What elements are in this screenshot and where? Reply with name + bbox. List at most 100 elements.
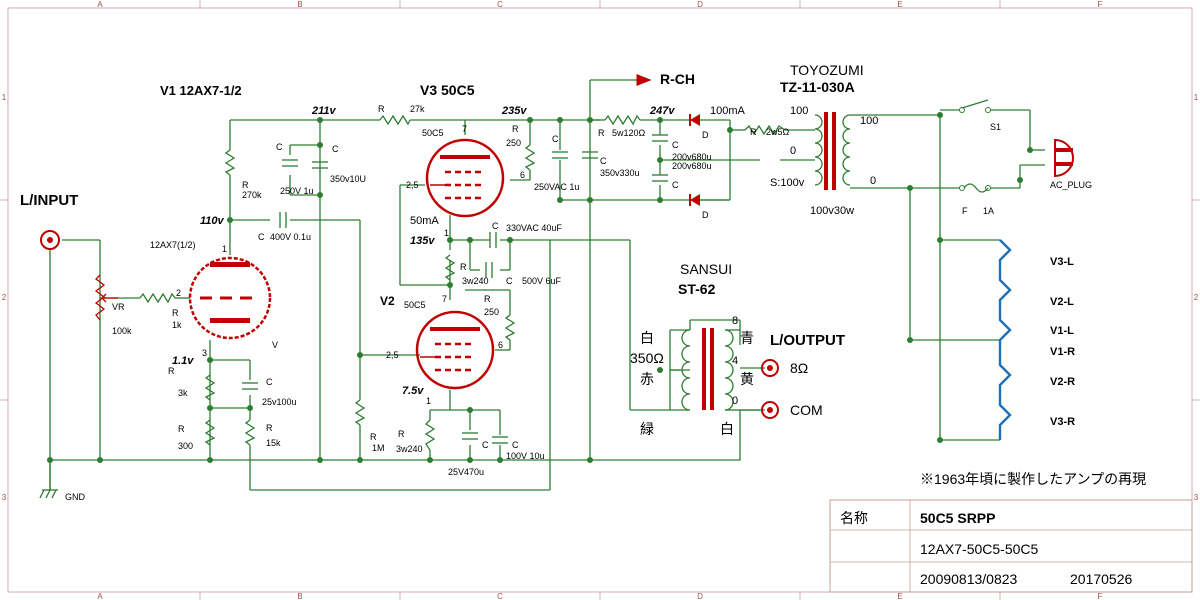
r3k-value: 3k: [178, 388, 188, 398]
v2-pin-7: 7: [442, 294, 447, 304]
r2w5-value: 2w5Ω: [766, 127, 790, 137]
resistor-r1m: [354, 399, 366, 426]
border-col-e-bottom: E: [897, 592, 902, 600]
c40u-designator: C: [492, 221, 499, 231]
r1m-designator: R: [370, 432, 377, 442]
border-col-d: D: [697, 0, 703, 9]
v3-pin-6: 6: [520, 170, 525, 180]
v1-pin-2: 2: [176, 288, 181, 298]
input-jack: [40, 230, 60, 250]
toyozumi-label: TOYOZUMI: [790, 62, 864, 78]
power-switch: [959, 99, 991, 113]
st-tap-8: 8: [732, 315, 738, 327]
wiring: [49, 79, 1045, 491]
c6u-value: 500V 6uF: [522, 276, 562, 286]
fuse-label: F: [962, 206, 968, 216]
st-wire-white-2: 白: [720, 421, 734, 437]
title-name-label: 名称: [840, 510, 868, 526]
border-row-2-right: 2: [1194, 293, 1199, 302]
resistor-r270k: [224, 149, 236, 176]
voltage-110v: 110v: [200, 215, 225, 227]
title-tubes: 12AX7-50C5-50C5: [920, 541, 1039, 557]
v3-pin-2-5: 2,5: [406, 180, 419, 190]
c40u-value: 330VAC 40uF: [506, 223, 562, 233]
v3-pin-1: 1: [444, 228, 449, 238]
fuse: [959, 183, 991, 193]
sansui-label: SANSUI: [680, 261, 732, 277]
r15k-value: 15k: [266, 438, 281, 448]
l-output-label: L/OUTPUT: [770, 332, 845, 349]
resistor-r300: [204, 419, 216, 446]
resistors: [139, 114, 786, 451]
r300-designator: R: [178, 424, 185, 434]
heater-v3-l: V3-L: [1050, 256, 1074, 268]
border-col-f: F: [1098, 0, 1103, 9]
border-col-b-bottom: B: [297, 592, 302, 600]
out-com-label: COM: [790, 402, 823, 418]
title-date-2: 20170526: [1070, 571, 1133, 587]
v1-pin-1: 1: [222, 244, 227, 254]
junction-dots: [47, 112, 1033, 463]
c250vac-value: 250VAC 1u: [534, 182, 579, 192]
c680a-value: 200v680u: [672, 152, 712, 162]
border-col-d-bottom: D: [697, 592, 703, 600]
voltage-211v: 211v: [311, 105, 337, 117]
r1m-value: 1M: [372, 443, 385, 453]
power-transformer: [814, 112, 851, 190]
r15k-designator: R: [266, 423, 273, 433]
c350v10u-designator: C: [332, 144, 339, 154]
c400v-value: 400V 0.1u: [270, 232, 311, 242]
c100u-designator: C: [266, 377, 273, 387]
v3-tube-type: 50C5: [422, 128, 444, 138]
c680b-value: 200v680u: [672, 161, 712, 171]
c350v10u-value: 350v10U: [330, 174, 366, 184]
v2-pin-1: 1: [426, 396, 431, 406]
v2-label: V2: [380, 294, 395, 308]
r250a-value: 250: [506, 138, 521, 148]
l-input-label: L/INPUT: [20, 192, 78, 209]
st-impedance: 350Ω: [630, 350, 664, 366]
r240b-designator: R: [398, 429, 405, 439]
tz-pri-100: 100: [790, 105, 808, 117]
st-wire-yellow: 黄: [740, 371, 754, 387]
r5w120-value: 5w120Ω: [612, 128, 646, 138]
border-row-1-right: 1: [1194, 93, 1199, 102]
c250vac-designator: C: [552, 134, 559, 144]
resistor-r1k: [139, 292, 176, 304]
title-name: 50C5 SRPP: [920, 510, 995, 526]
output-transformer: [681, 328, 740, 411]
c10u-value: 100V 10u: [506, 451, 545, 461]
tube-v2: [415, 310, 495, 390]
c470u-value: 25V470u: [448, 467, 484, 477]
resistor-r3w240-v2: [424, 419, 436, 451]
c350v330u-value: 350v330u: [600, 168, 640, 178]
voltage-247v: 247v: [649, 105, 675, 117]
r250b-value: 250: [484, 307, 499, 317]
r300-value: 300: [178, 441, 193, 451]
fuse-rating-label: 1A: [983, 206, 994, 216]
c100u-value: 25v100u: [262, 397, 297, 407]
vr-value: 100k: [112, 326, 132, 336]
resistor-r250-v3: [524, 144, 536, 171]
v2-pin-6: 6: [498, 340, 503, 350]
capacitors: [242, 134, 668, 444]
st62-label: ST-62: [678, 281, 716, 297]
out-8-label: 8Ω: [790, 360, 808, 376]
border-col-e: E: [897, 0, 902, 9]
r250b-designator: R: [484, 294, 491, 304]
border-row-2: 2: [2, 293, 7, 302]
st-wire-blue: 青: [740, 330, 754, 346]
c10u-designator: C: [512, 440, 519, 450]
r-ch-label: R-CH: [660, 71, 695, 87]
d1-designator: D: [702, 130, 709, 140]
c680a-designator: C: [672, 140, 679, 150]
heater-v3-r: V3-R: [1050, 416, 1075, 428]
c6u-designator: C: [506, 276, 513, 286]
border-col-f-bottom: F: [1098, 592, 1103, 600]
r240a-designator: R: [460, 262, 467, 272]
voltage-1-1v: 1.1v: [172, 355, 194, 367]
voltage-7-5v: 7.5v: [402, 385, 424, 397]
heater-string: [998, 239, 1012, 440]
